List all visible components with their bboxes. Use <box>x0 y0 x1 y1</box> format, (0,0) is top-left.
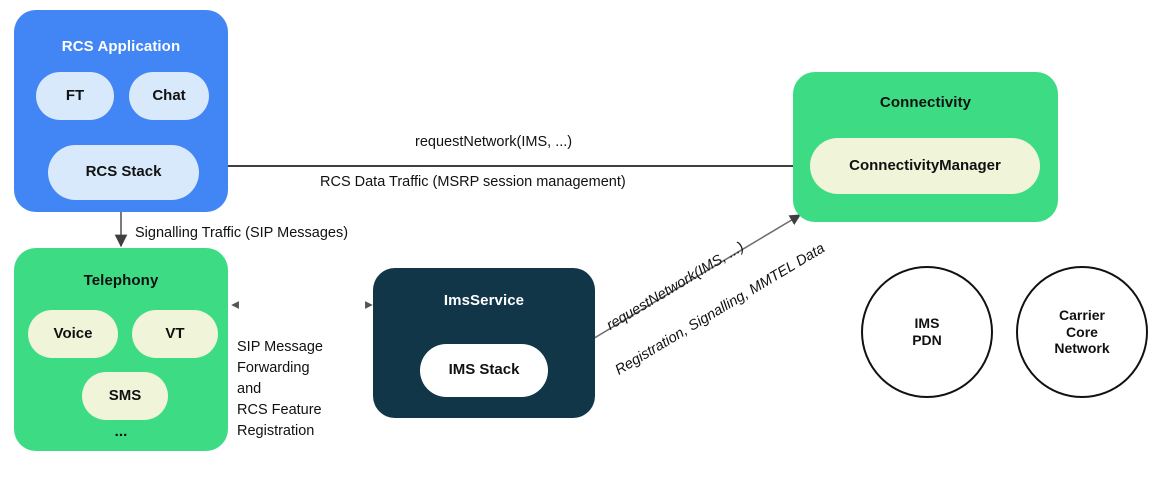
node-carrier-core-network[interactable]: Carrier Core Network <box>1016 266 1148 398</box>
pill-connectivity-manager[interactable]: ConnectivityManager <box>810 138 1040 194</box>
ims-service-title: ImsService <box>443 292 525 309</box>
pill-sms[interactable]: SMS <box>82 372 168 420</box>
node-telephony[interactable]: Telephony Voice VT SMS ... <box>14 248 228 451</box>
node-ims-pdn[interactable]: IMS PDN <box>861 266 993 398</box>
node-rcs-application[interactable]: RCS Application FT Chat RCS Stack <box>14 10 228 212</box>
pill-vt[interactable]: VT <box>132 310 218 358</box>
pill-ims-stack[interactable]: IMS Stack <box>420 344 548 397</box>
connectivity-title: Connectivity <box>879 94 972 111</box>
edge-imsservice-connectivity <box>590 214 801 341</box>
edge-label-sip-message-forwarding: SIP Message Forwarding and RCS Feature R… <box>237 339 323 440</box>
node-connectivity[interactable]: Connectivity ConnectivityManager <box>793 72 1058 222</box>
node-ims-service[interactable]: ImsService IMS Stack <box>373 268 595 418</box>
edge-label-rcs-data-traffic: RCS Data Traffic (MSRP session managemen… <box>320 174 626 190</box>
pill-rcs-stack[interactable]: RCS Stack <box>48 145 199 200</box>
edge-label-signalling-traffic: Signalling Traffic (SIP Messages) <box>135 225 349 241</box>
telephony-title: Telephony <box>83 272 159 289</box>
pill-chat[interactable]: Chat <box>129 72 209 120</box>
pill-voice[interactable]: Voice <box>28 310 118 358</box>
edge-label-request-network-top: requestNetwork(IMS, ...) <box>415 134 573 150</box>
telephony-ellipsis: ... <box>114 423 128 440</box>
pill-ft[interactable]: FT <box>36 72 114 120</box>
rcs-application-title: RCS Application <box>61 38 181 55</box>
